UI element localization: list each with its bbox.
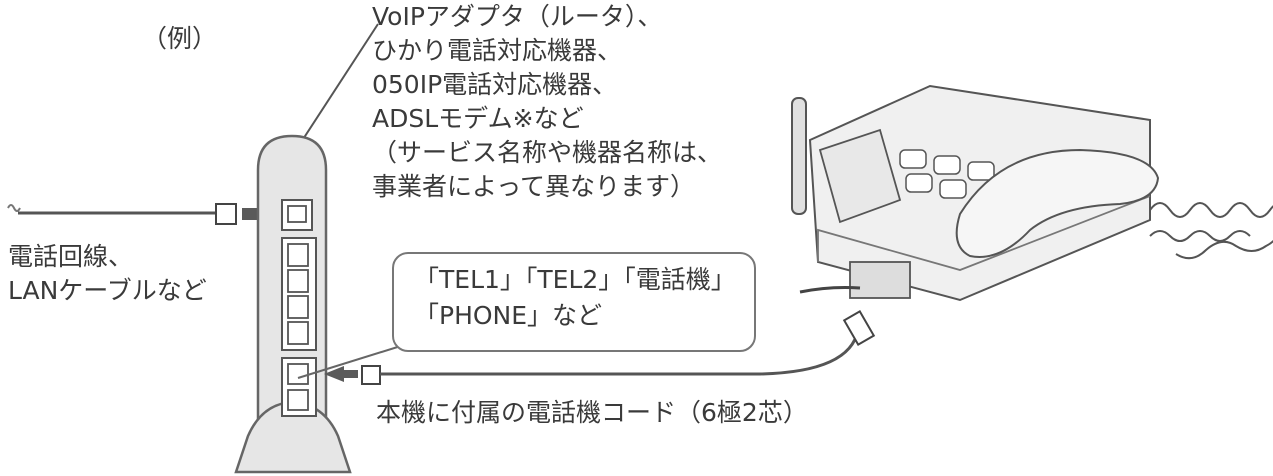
device-description-line: （サービス名称や機器名称は、 — [372, 138, 723, 167]
device-description-line: VoIPアダプタ（ルータ）、 — [372, 2, 663, 31]
device-description-line: ADSLモデム※など — [372, 104, 584, 133]
line-label-line: LANケーブルなど — [8, 276, 207, 305]
router-device-icon — [234, 134, 352, 474]
device-description-line: ひかり電話対応機器、 — [372, 36, 623, 65]
cord-label: 本機に付属の電話機コード（6極2芯） — [376, 398, 808, 427]
port-callout-text: 「TEL1」「TEL2」「電話機」 「PHONE」など — [414, 262, 736, 334]
phone-cord — [324, 310, 876, 385]
incoming-line-cable — [7, 203, 237, 225]
device-description-line: 事業者によって異なります） — [372, 172, 696, 201]
device-description-line: 050IP電話対応機器、 — [372, 70, 618, 99]
line-label: 電話回線、 LANケーブルなど — [8, 240, 207, 308]
port-callout-line: 「PHONE」など — [414, 301, 603, 330]
port-callout-box — [392, 252, 756, 352]
telephone-base-icon — [791, 84, 1273, 302]
device-description: VoIPアダプタ（ルータ）、 ひかり電話対応機器、 050IP電話対応機器、 A… — [372, 0, 722, 204]
line-label-line: 電話回線、 — [8, 242, 134, 271]
example-label: （例） — [142, 24, 218, 53]
description-leader-line — [295, 23, 379, 151]
port-callout-line: 「TEL1」「TEL2」「電話機」 — [414, 265, 736, 294]
